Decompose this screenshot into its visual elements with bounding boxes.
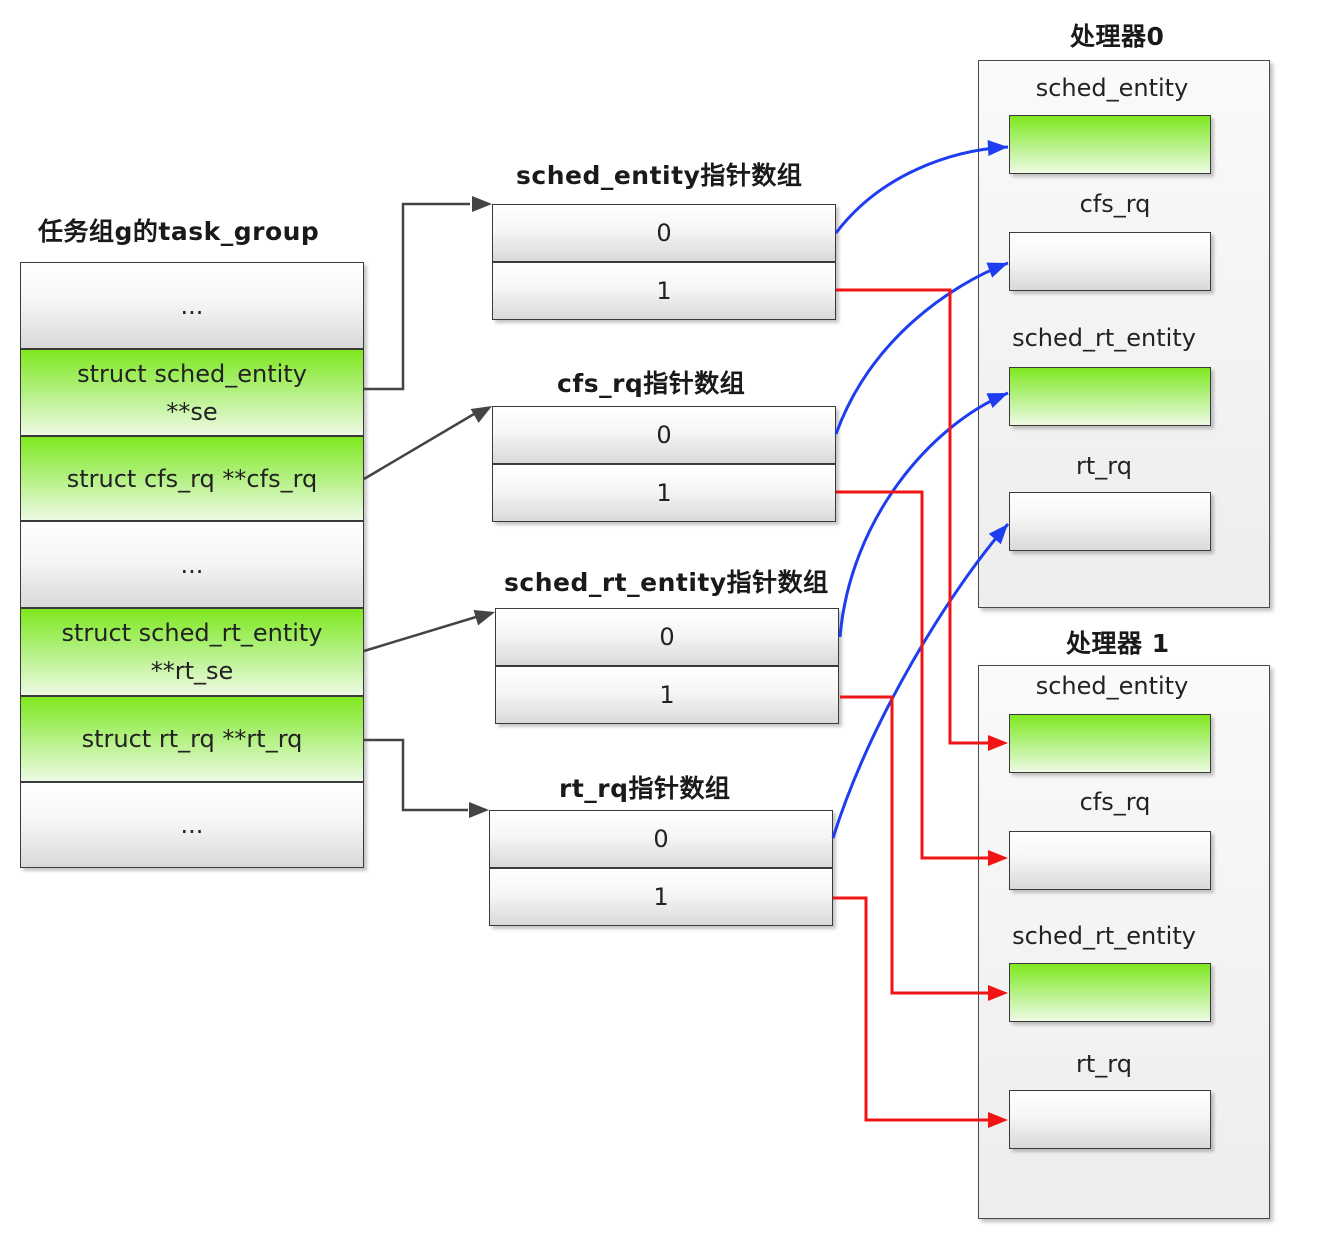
array-cell: 1 xyxy=(495,666,839,724)
task-group-row: struct rt_rq **rt_rq xyxy=(20,696,364,782)
processor-0-title: 处理器0 xyxy=(1070,22,1165,51)
arrowhead-cfs-array xyxy=(470,406,492,423)
link-rt-rq-array xyxy=(364,738,468,812)
processor-item-label: rt_rq xyxy=(1076,1050,1132,1078)
processor-item-box xyxy=(1009,232,1211,291)
link-cpu0-se xyxy=(834,145,1009,234)
link-cpu1-se xyxy=(836,288,990,745)
array-cell: 1 xyxy=(489,868,833,926)
link-cpu1-rt-se xyxy=(840,695,990,995)
processor-item-box xyxy=(1009,831,1211,890)
array-cell: 0 xyxy=(495,608,839,666)
task-group-title: 任务组g的task_group xyxy=(38,217,320,246)
task-group-row: struct sched_entity **se xyxy=(20,349,364,436)
arrowhead-se-array xyxy=(472,196,492,212)
array-cell: 0 xyxy=(492,406,836,464)
arrowhead-cpu0-rt-se xyxy=(986,393,1008,408)
link-cpu0-cfs xyxy=(834,261,1009,435)
arrowhead-cpu1-rt-se xyxy=(988,985,1008,1001)
arrowhead-cpu0-rt-rq xyxy=(988,524,1008,545)
arrowhead-rt-se-array xyxy=(473,610,495,626)
array-title-cfs-rq: cfs_rq指针数组 xyxy=(557,369,746,398)
processor-item-box xyxy=(1009,1090,1211,1149)
link-cpu0-rt-se xyxy=(838,391,1009,638)
processor-item-label: cfs_rq xyxy=(1079,788,1151,816)
link-cpu1-cfs xyxy=(836,490,990,860)
processor-item-label: rt_rq xyxy=(1076,452,1132,480)
array-title-sched-rt-entity: sched_rt_entity指针数组 xyxy=(504,568,829,597)
link-se-array xyxy=(364,202,470,391)
arrowhead-cpu1-se xyxy=(988,735,1008,751)
processor-item-label: sched_entity xyxy=(1035,74,1189,102)
arrowhead-cpu0-cfs xyxy=(986,262,1008,278)
processor-item-box xyxy=(1009,714,1211,773)
task-group-row: ... xyxy=(20,782,364,868)
arrowhead-rt-rq-array xyxy=(469,802,489,818)
processor-item-box xyxy=(1009,367,1211,426)
arrowhead-cpu0-se xyxy=(987,140,1008,157)
link-cfs-array xyxy=(363,412,475,481)
task-group-row: struct sched_rt_entity **rt_se xyxy=(20,608,364,696)
array-cell: 1 xyxy=(492,262,836,320)
array-cell: 0 xyxy=(492,204,836,262)
link-cpu0-rt-rq xyxy=(831,523,1010,839)
processor-item-label: sched_rt_entity xyxy=(1012,324,1196,352)
task-group-row: ... xyxy=(20,262,364,349)
task-group-row: ... xyxy=(20,521,364,608)
arrowhead-cpu1-rt-rq xyxy=(988,1112,1008,1128)
processor-item-label: sched_entity xyxy=(1035,672,1189,700)
arrowhead-cpu1-cfs xyxy=(988,850,1008,866)
processor-item-box xyxy=(1009,115,1211,174)
processor-item-box xyxy=(1009,963,1211,1022)
task-group-row: struct cfs_rq **cfs_rq xyxy=(20,436,364,521)
array-title-rt-rq: rt_rq指针数组 xyxy=(559,774,731,803)
processor-item-label: cfs_rq xyxy=(1079,190,1151,218)
processor-item-box xyxy=(1009,492,1211,551)
link-rt-se-array xyxy=(363,615,477,653)
link-cpu1-rt-rq xyxy=(833,896,990,1122)
processor-item-label: sched_rt_entity xyxy=(1012,922,1196,950)
array-cell: 0 xyxy=(489,810,833,868)
array-cell: 1 xyxy=(492,464,836,522)
array-title-sched-entity: sched_entity指针数组 xyxy=(516,161,803,190)
processor-1-title: 处理器 1 xyxy=(1066,629,1170,658)
